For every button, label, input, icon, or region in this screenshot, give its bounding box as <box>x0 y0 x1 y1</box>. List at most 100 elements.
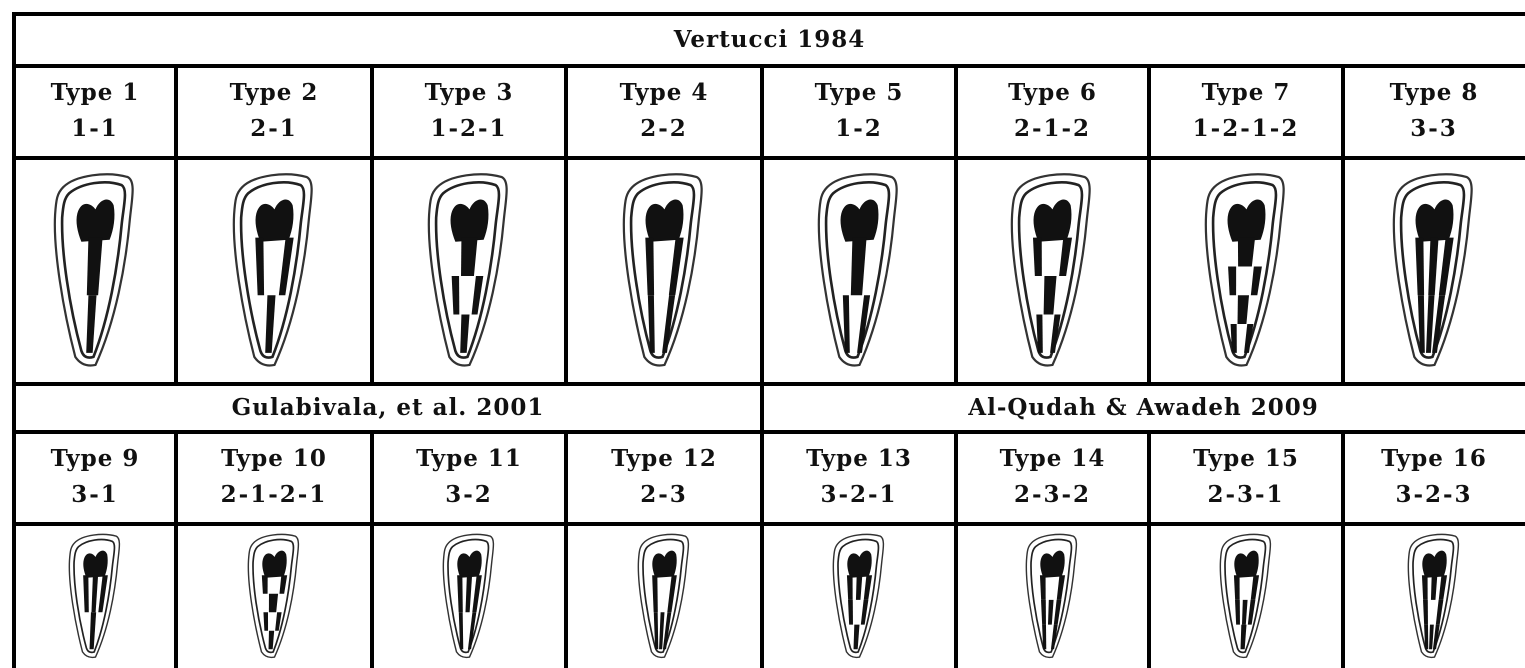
grid-h3 <box>12 382 1525 386</box>
type-label: Type 10 <box>221 441 327 477</box>
canal-formula: 2-1 <box>250 111 298 147</box>
type-label: Type 4 <box>620 75 709 111</box>
tooth-svg <box>632 531 697 661</box>
grid-left <box>12 12 16 668</box>
grid-v-row1-7 <box>1341 64 1345 384</box>
tooth-illustration-row2-8 <box>1402 531 1467 661</box>
grid-v-row1-6 <box>1147 64 1151 384</box>
type-cell-row1-7: Type 71-2-1-2 <box>1149 66 1343 156</box>
tooth-illustration-row1-4 <box>614 169 715 371</box>
gulabivala-header-text: Gulabivala, et al. 2001 <box>232 394 545 421</box>
tooth-svg <box>1402 531 1467 661</box>
grid-v-row2-5 <box>954 430 958 668</box>
type-cell-row1-2: Type 22-1 <box>176 66 372 156</box>
canal-formula: 2-3 <box>640 477 688 513</box>
tooth-illustration-row1-6 <box>1002 169 1103 371</box>
tooth-svg <box>1002 169 1103 371</box>
grid-v-row1-4 <box>760 64 764 384</box>
tooth-illustration-row2-2 <box>242 531 307 661</box>
canal-formula: 1-2 <box>835 111 883 147</box>
canal-formula: 3-2 <box>445 477 493 513</box>
tooth-illustration-row1-3 <box>419 169 520 371</box>
canal-formula: 1-1 <box>71 111 119 147</box>
canal-formula: 2-1-2-1 <box>221 477 328 513</box>
tooth-illustration-row2-5 <box>827 531 892 661</box>
vertucci-header-text: Vertucci 1984 <box>674 26 866 53</box>
type-cell-row2-7: Type 152-3-1 <box>1149 432 1343 522</box>
type-label: Type 5 <box>815 75 904 111</box>
tooth-svg <box>809 169 910 371</box>
tooth-svg <box>1020 531 1085 661</box>
tooth-illustration-row2-7 <box>1214 531 1279 661</box>
canal-formula: 3-2-3 <box>1395 477 1472 513</box>
type-cell-row2-4: Type 122-3 <box>566 432 762 522</box>
tooth-svg <box>437 531 502 661</box>
type-label: Type 9 <box>51 441 140 477</box>
type-label: Type 7 <box>1202 75 1291 111</box>
type-label: Type 14 <box>1000 441 1106 477</box>
grid-v-row1-5 <box>954 64 958 384</box>
type-cell-row1-8: Type 83-3 <box>1343 66 1525 156</box>
type-label: Type 3 <box>425 75 514 111</box>
tooth-illustration-row2-3 <box>437 531 502 661</box>
canal-formula: 3-1 <box>71 477 119 513</box>
grid-v-row1-1 <box>174 64 178 384</box>
tooth-svg <box>419 169 520 371</box>
type-label: Type 16 <box>1381 441 1487 477</box>
tooth-illustration-row1-2 <box>224 169 325 371</box>
tooth-illustration-row2-4 <box>632 531 697 661</box>
grid-top <box>12 12 1525 16</box>
grid-v-row2-2 <box>370 430 374 668</box>
canal-formula: 1-2-1-2 <box>1193 111 1300 147</box>
tooth-svg <box>614 169 715 371</box>
grid-v-row2-6 <box>1147 430 1151 668</box>
grid-h4 <box>12 430 1525 434</box>
alqudah-header-text: Al-Qudah & Awadeh 2009 <box>968 394 1318 421</box>
alqudah-header: Al-Qudah & Awadeh 2009 <box>762 384 1525 430</box>
canal-formula: 1-2-1 <box>430 111 507 147</box>
type-label: Type 12 <box>611 441 717 477</box>
tooth-svg <box>827 531 892 661</box>
vertucci-header: Vertucci 1984 <box>14 14 1525 64</box>
gulabivala-header: Gulabivala, et al. 2001 <box>14 384 762 430</box>
type-cell-row1-6: Type 62-1-2 <box>956 66 1149 156</box>
canal-formula: 2-2 <box>640 111 688 147</box>
grid-v-row2-4 <box>760 430 764 668</box>
canal-formula: 2-3-1 <box>1207 477 1284 513</box>
canal-formula: 3-3 <box>1410 111 1458 147</box>
canal-formula: 2-1-2 <box>1014 111 1091 147</box>
grid-h1 <box>12 64 1525 68</box>
tooth-illustration-row1-1 <box>45 169 146 371</box>
canal-formula: 3-2-1 <box>820 477 897 513</box>
grid-h5 <box>12 522 1525 526</box>
type-label: Type 11 <box>416 441 522 477</box>
type-label: Type 8 <box>1390 75 1479 111</box>
grid-v-row1-3 <box>564 64 568 384</box>
tooth-illustration-row1-8 <box>1384 169 1485 371</box>
tooth-svg <box>63 531 128 661</box>
type-cell-row2-6: Type 142-3-2 <box>956 432 1149 522</box>
type-label: Type 15 <box>1193 441 1299 477</box>
type-cell-row1-4: Type 42-2 <box>566 66 762 156</box>
tooth-svg <box>1384 169 1485 371</box>
tooth-illustration-row1-5 <box>809 169 910 371</box>
tooth-svg <box>224 169 325 371</box>
grid-v-header-divider <box>760 382 764 432</box>
tooth-illustration-row2-1 <box>63 531 128 661</box>
tooth-svg <box>1214 531 1279 661</box>
type-label: Type 6 <box>1008 75 1097 111</box>
type-cell-row2-1: Type 93-1 <box>14 432 176 522</box>
grid-v-row1-2 <box>370 64 374 384</box>
type-label: Type 2 <box>230 75 319 111</box>
type-cell-row2-5: Type 133-2-1 <box>762 432 956 522</box>
type-label: Type 1 <box>51 75 140 111</box>
tooth-illustration-row2-6 <box>1020 531 1085 661</box>
tooth-svg <box>242 531 307 661</box>
type-label: Type 13 <box>806 441 912 477</box>
tooth-svg <box>45 169 146 371</box>
